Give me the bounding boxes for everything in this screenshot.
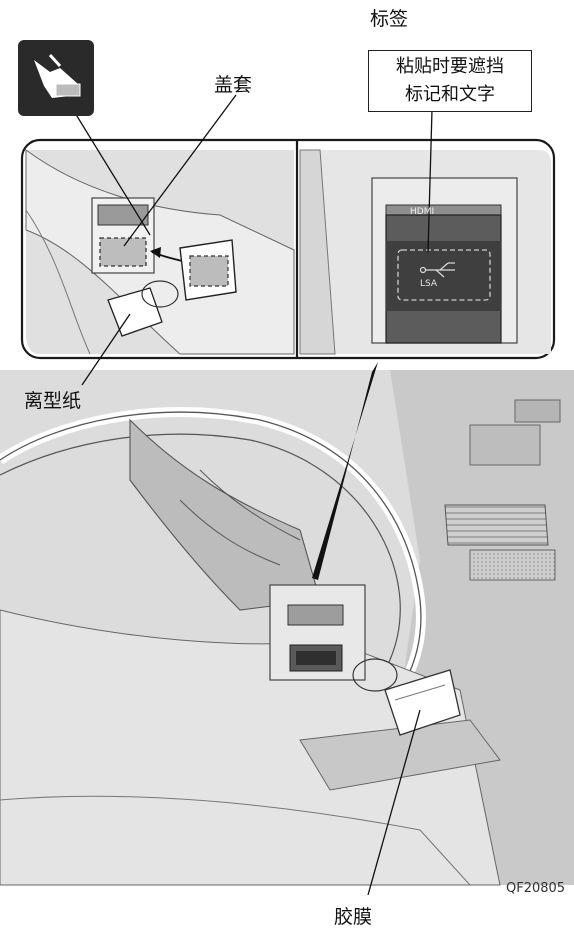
main-interior-view [0, 362, 574, 886]
release-paper-label: 离型纸 [24, 390, 82, 412]
console-grill [444, 399, 561, 581]
tag-label: 标签 [370, 8, 409, 30]
main-film-piece [352, 658, 461, 736]
hand-tool-icon [18, 40, 94, 116]
tag-note-line2: 标记和文字 [405, 84, 495, 105]
port-top-mark: HDMI [410, 207, 435, 217]
right-detail-panel [299, 149, 551, 355]
leader-lines [71, 94, 433, 896]
tag-note-line1: 粘贴时要遮挡 [396, 56, 504, 77]
film-label: 胶膜 [334, 906, 373, 928]
left-detail-panel [25, 149, 295, 355]
port-usb-mark: LSA [420, 279, 438, 289]
tag-note-box: 粘贴时要遮挡 标记和文字 [368, 50, 532, 112]
usb-symbol-icon [419, 262, 455, 278]
cover-label: 盖套 [214, 74, 253, 96]
zoom-pointer [312, 362, 378, 580]
main-port-panel [269, 584, 366, 681]
detail-window [20, 138, 556, 360]
figure-code: QF20805 [506, 881, 566, 896]
